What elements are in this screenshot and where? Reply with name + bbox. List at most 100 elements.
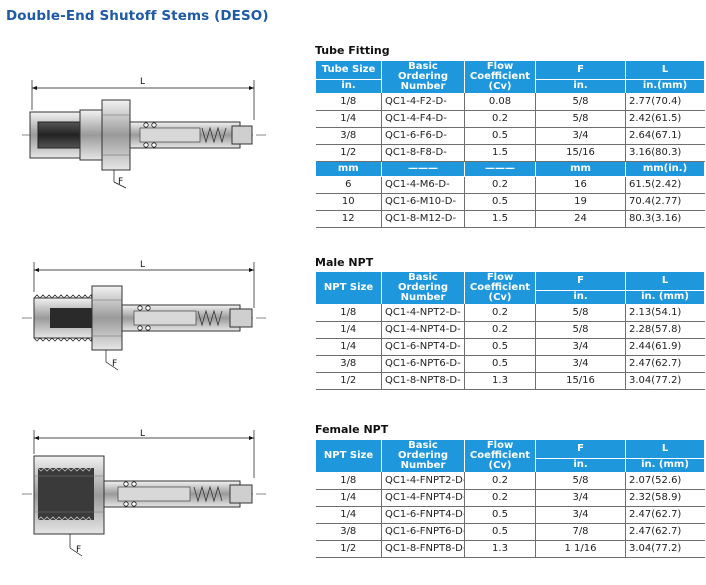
section-title-female-npt: Female NPT <box>315 423 389 436</box>
cell: QC1-8-FNPT8-D- <box>381 540 465 558</box>
table-row: 1/4 QC1-4-FNPT4-D- 0.2 3/4 2.32(58.9) <box>315 489 705 507</box>
cell: 12 <box>315 210 382 228</box>
cell: QC1-4-F4-D- <box>381 110 465 128</box>
cell: 3/4 <box>535 506 626 524</box>
cell: 1/4 <box>315 506 382 524</box>
section-title-tube-fitting: Tube Fitting <box>315 44 390 57</box>
cell: QC1-4-NPT2-D- <box>381 304 465 322</box>
tube-fitting-stem-drawing: L F <box>22 77 267 189</box>
cell: QC1-8-M12-D- <box>381 210 465 228</box>
male-npt-table: NPT Size Basic Ordering Number Flow Coef… <box>315 272 705 390</box>
length-label: L <box>140 429 145 439</box>
cell: QC1-4-NPT4-D- <box>381 321 465 339</box>
col-header: Flow Coefficient (Cv) <box>464 61 536 93</box>
cell: 2.77(70.4) <box>625 93 705 111</box>
length-label: L <box>140 77 145 87</box>
cell: QC1-4-FNPT4-D- <box>381 489 465 507</box>
cell: 0.5 <box>464 506 536 524</box>
cell: 3.16(80.3) <box>625 144 705 162</box>
col-unit: in.(mm) <box>625 78 705 93</box>
col-header: Basic Ordering Number <box>381 272 465 304</box>
table-row: 1/4 QC1-6-NPT4-D- 0.5 3/4 2.44(61.9) <box>315 338 705 356</box>
table-row: 3/8 QC1-6-F6-D- 0.5 3/4 2.64(67.1) <box>315 127 705 145</box>
table-row: 1/2 QC1-8-F8-D- 1.5 15/16 3.16(80.3) <box>315 144 705 162</box>
cell: 2.47(62.7) <box>625 523 705 541</box>
cell: 1/2 <box>315 372 382 390</box>
unit-cell: mm(in.) <box>625 161 705 177</box>
col-header: Basic Ordering Number <box>381 61 465 93</box>
length-label: L <box>140 260 145 270</box>
cell: 3/4 <box>535 127 626 145</box>
cell: 0.2 <box>464 304 536 322</box>
table-row: 1/4 QC1-4-F4-D- 0.2 5/8 2.42(61.5) <box>315 110 705 128</box>
unit-cell: ——— <box>464 161 536 177</box>
cell: 5/8 <box>535 321 626 339</box>
cell: 1/2 <box>315 540 382 558</box>
cell: 0.5 <box>464 355 536 373</box>
cell: 16 <box>535 176 626 194</box>
cell: 2.47(62.7) <box>625 355 705 373</box>
cell: 0.08 <box>464 93 536 111</box>
cell: 3.04(77.2) <box>625 372 705 390</box>
female-npt-stem-drawing: L F <box>22 429 267 557</box>
table-row: 12 QC1-8-M12-D- 1.5 24 80.3(3.16) <box>315 210 705 228</box>
cell: QC1-4-F2-D- <box>381 93 465 111</box>
col-header: F <box>535 61 626 79</box>
page-title: Double-End Shutoff Stems (DESO) <box>6 8 269 24</box>
cell: 1.3 <box>464 540 536 558</box>
col-unit: in. <box>535 78 626 93</box>
cell: 1/8 <box>315 304 382 322</box>
cell: QC1-6-M10-D- <box>381 193 465 211</box>
col-header: Flow Coefficient (Cv) <box>464 440 536 472</box>
cell: 1.5 <box>464 210 536 228</box>
cell: QC1-4-M6-D- <box>381 176 465 194</box>
cell: 3/4 <box>535 489 626 507</box>
cell: 15/16 <box>535 144 626 162</box>
col-unit: in. (mm) <box>625 457 705 472</box>
cell: 1.3 <box>464 372 536 390</box>
table-row: 1/8 QC1-4-FNPT2-D- 0.2 5/8 2.07(52.6) <box>315 472 705 490</box>
cell: 1/4 <box>315 110 382 128</box>
cell: 0.5 <box>464 338 536 356</box>
cell: 3/8 <box>315 355 382 373</box>
cell: QC1-8-F8-D- <box>381 144 465 162</box>
cell: 1/4 <box>315 338 382 356</box>
table-row: 10 QC1-6-M10-D- 0.5 19 70.4(2.77) <box>315 193 705 211</box>
cell: 80.3(3.16) <box>625 210 705 228</box>
cell: 3/8 <box>315 523 382 541</box>
unit-cell: mm <box>535 161 626 177</box>
cell: 5/8 <box>535 304 626 322</box>
cell: 1/8 <box>315 472 382 490</box>
cell: 1/2 <box>315 144 382 162</box>
female-npt-table: NPT Size Basic Ordering Number Flow Coef… <box>315 440 705 558</box>
cell: 1/4 <box>315 489 382 507</box>
section-title-male-npt: Male NPT <box>315 256 374 269</box>
unit-row: mm ——— ——— mm mm(in.) <box>315 161 705 177</box>
cell: 2.47(62.7) <box>625 506 705 524</box>
cell: 2.32(58.9) <box>625 489 705 507</box>
col-unit: in. <box>315 78 382 93</box>
table-row: 1/8 QC1-4-F2-D- 0.08 5/8 2.77(70.4) <box>315 93 705 111</box>
cell: 61.5(2.42) <box>625 176 705 194</box>
col-header: L <box>625 272 705 290</box>
cell: 5/8 <box>535 110 626 128</box>
table-row: 6 QC1-4-M6-D- 0.2 16 61.5(2.42) <box>315 176 705 194</box>
unit-cell: ——— <box>381 161 465 177</box>
cell: 15/16 <box>535 372 626 390</box>
cell: 1/4 <box>315 321 382 339</box>
table-row: 1/2 QC1-8-NPT8-D- 1.3 15/16 3.04(77.2) <box>315 372 705 390</box>
cell: 3/8 <box>315 127 382 145</box>
cell: 0.5 <box>464 523 536 541</box>
flat-label: F <box>76 545 81 555</box>
col-header: Flow Coefficient (Cv) <box>464 272 536 304</box>
col-header: F <box>535 272 626 290</box>
cell: 3/4 <box>535 355 626 373</box>
cell: 5/8 <box>535 472 626 490</box>
cell: 0.2 <box>464 489 536 507</box>
cell: 3/4 <box>535 338 626 356</box>
cell: 1.5 <box>464 144 536 162</box>
cell: QC1-8-NPT8-D- <box>381 372 465 390</box>
cell: 2.07(52.6) <box>625 472 705 490</box>
unit-cell: mm <box>315 161 382 177</box>
col-header: L <box>625 61 705 79</box>
